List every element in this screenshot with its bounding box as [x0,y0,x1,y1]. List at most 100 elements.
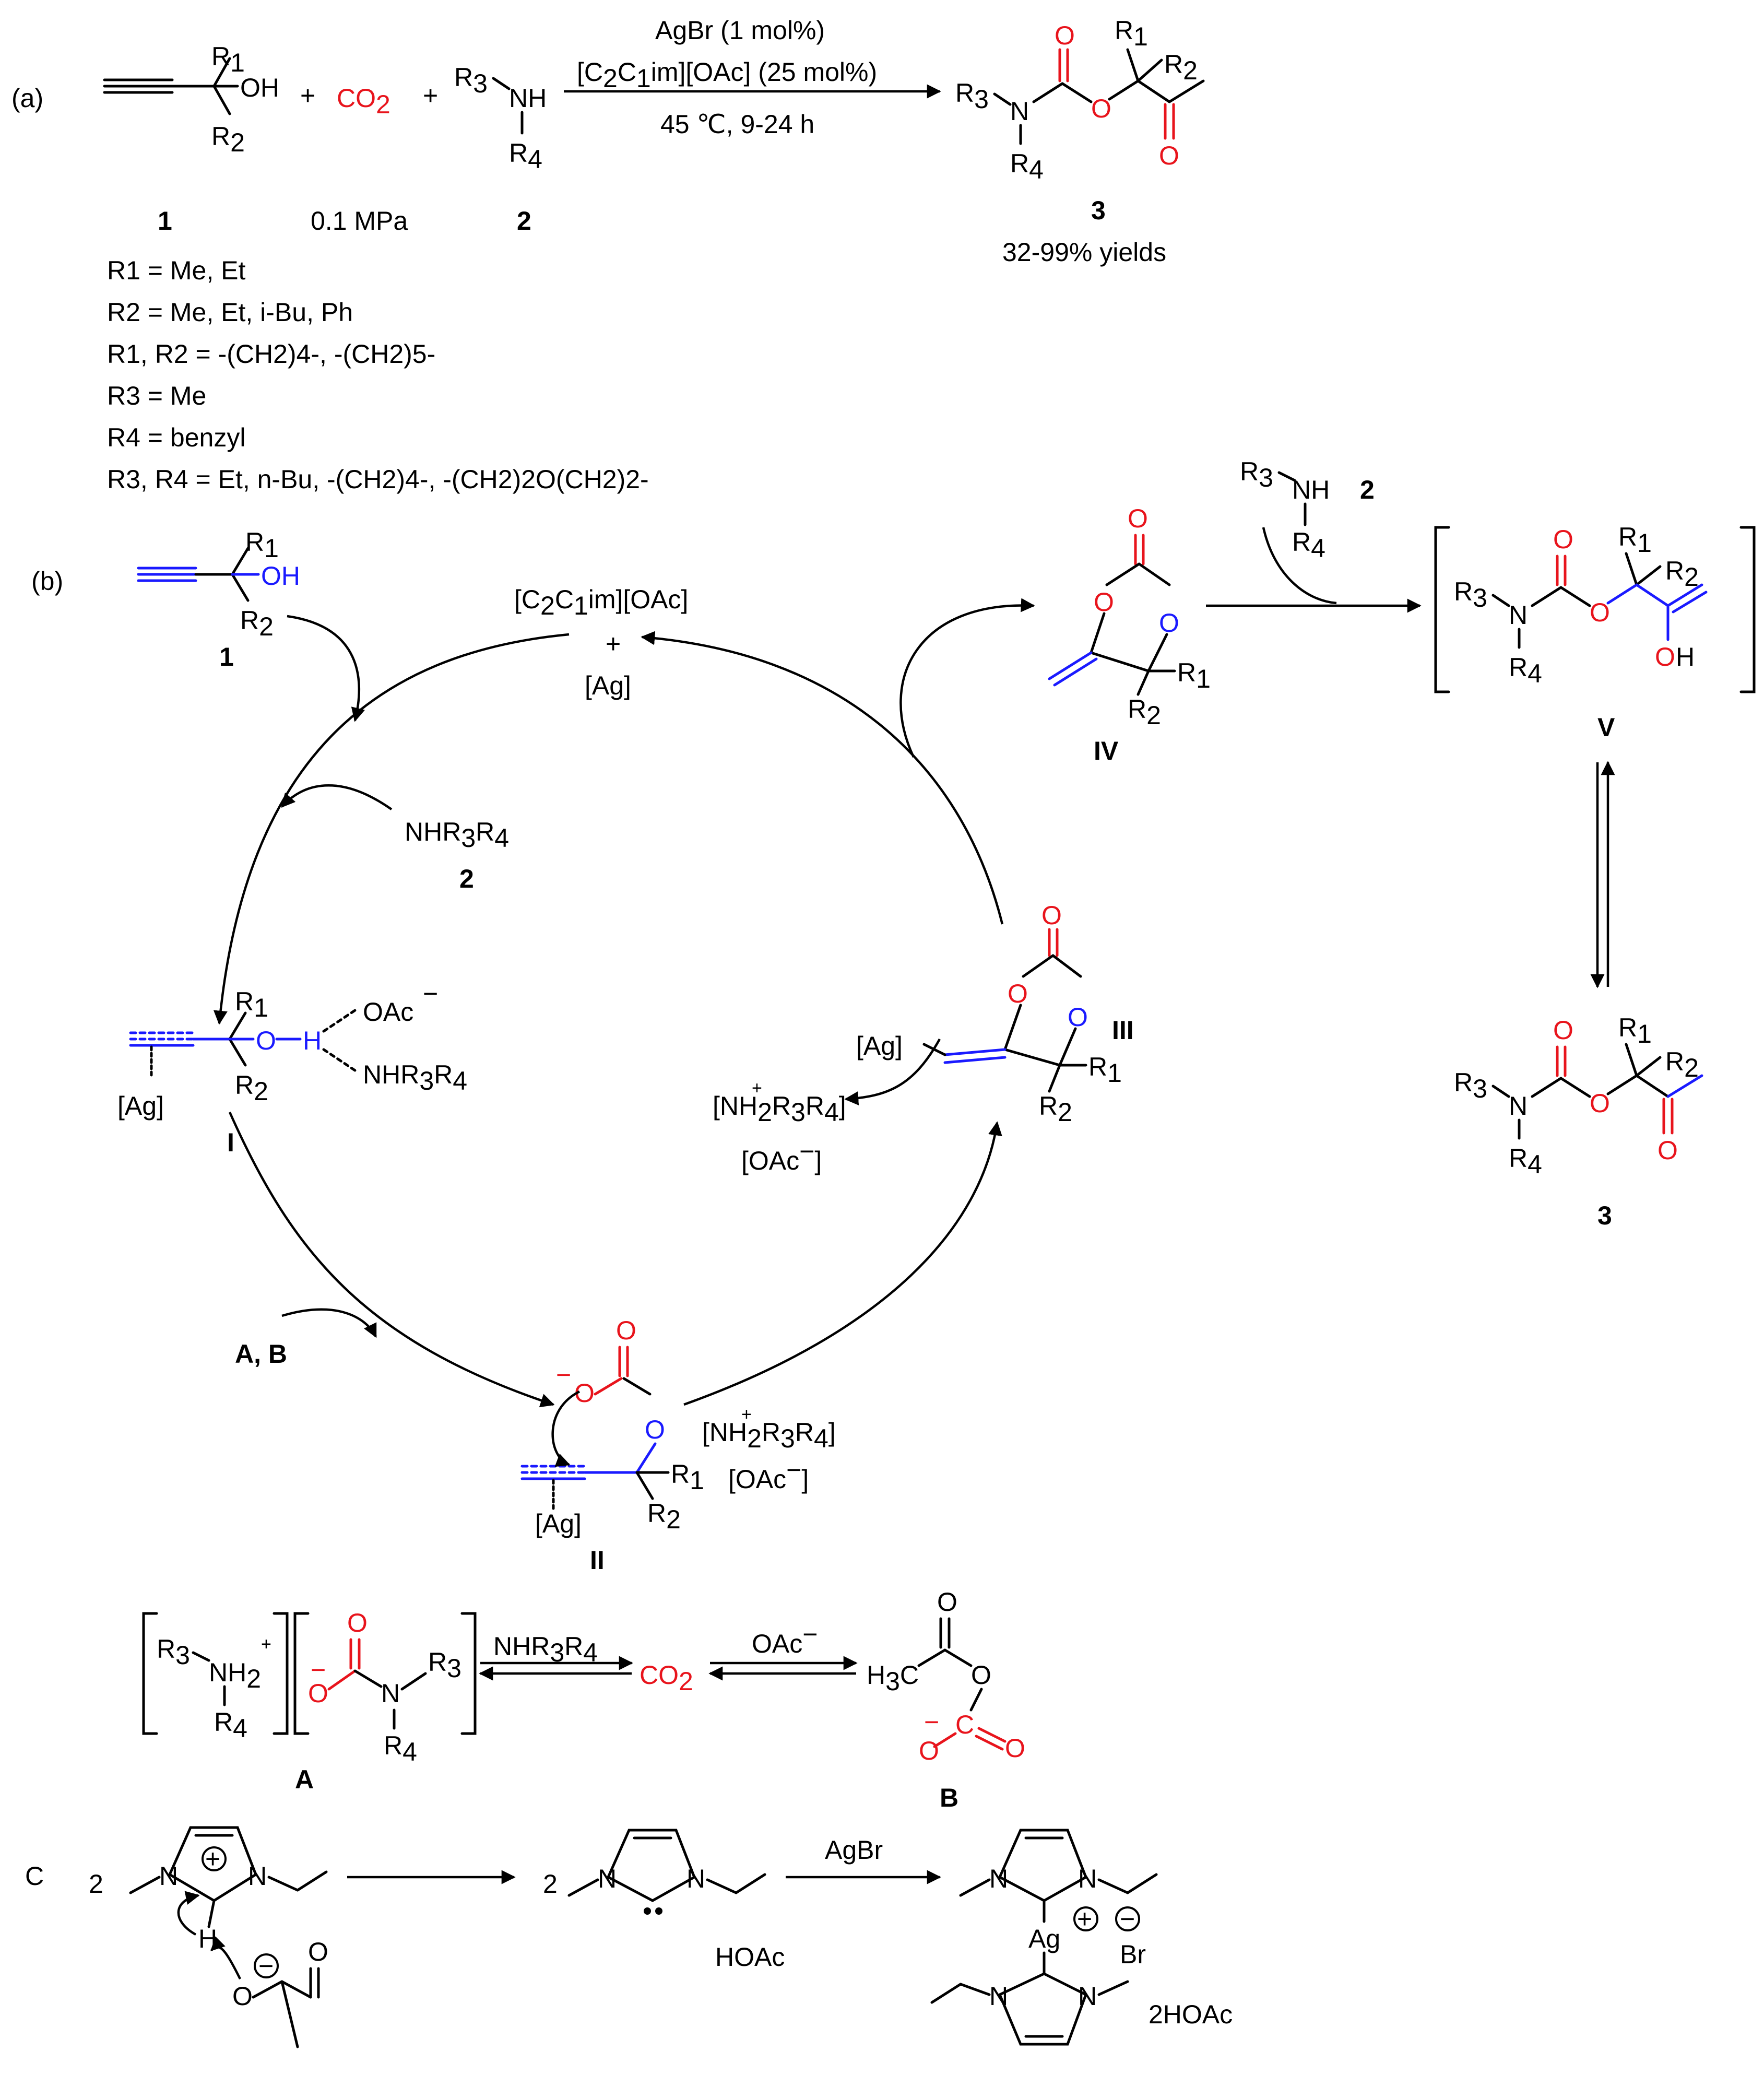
ag-label: Ag [1028,1924,1060,1953]
carbonyl-o: O [347,1608,368,1637]
ag-label: [Ag] [856,1031,903,1060]
r4-label: R4 [1509,653,1542,688]
oac-reagent: OAc− [752,1620,818,1658]
cycle-arc-top-left [213,633,570,1025]
r2-label: R2 [1039,1091,1072,1127]
ammonium-release-arrow [844,1038,941,1105]
charge-plus: + [261,1634,271,1654]
o-label: O [1005,1734,1025,1763]
ring-o: O [1008,979,1028,1008]
ab-entry-arrow [281,1308,377,1338]
co2-label: CO2 [640,1660,693,1696]
charge-minus: − [258,1951,274,1981]
n-label: N [1078,1864,1097,1893]
scope-r1: R1 = Me, Et [107,256,245,285]
n-label: N [598,1864,617,1893]
o-label: O [645,1415,665,1444]
amine-entry-curve [1262,527,1337,605]
acetate-anion: − O O [210,1936,328,2048]
n-label: N [159,1861,178,1891]
carbonyl-o: O [616,1316,636,1345]
scope-r4: R4 = benzyl [107,423,245,452]
r3-label: R3 [454,63,488,98]
compound-1-label: 1 [219,642,234,671]
r1-label: R1 [1177,658,1211,693]
cycle-arc-top-right [641,631,1004,925]
pressure-label: 0.1 MPa [311,206,408,235]
amine-reagent: NHR3R4 [405,817,509,853]
panel-c-label: C [25,1861,44,1891]
compound-1-label: 1 [158,206,172,235]
r4-label: R4 [214,1707,247,1743]
n-label: N [1010,97,1029,126]
carbonyl-o: O [1553,525,1573,554]
ester-o: O [1091,94,1111,123]
ab-label: A, B [235,1339,287,1369]
scope-r1r2: R1, R2 = -(CH2)4-, -(CH2)5- [107,339,435,369]
coefficient-2: 2 [543,1869,558,1899]
r1-label: R1 [245,527,279,563]
carbonyl-o: O [1041,901,1062,930]
substrate-1-blue: R1 OH R2 1 [137,527,300,671]
scope-r3: R3 = Me [107,381,206,410]
r4-label: R4 [1509,1144,1542,1179]
o-label: O [919,1736,939,1765]
attack-arrow [210,1936,242,1980]
r3-label: R3 [955,78,989,114]
to-iv-arrow [899,598,1035,758]
r3-label: R3 [1454,577,1487,612]
r3-label: R3 [157,1634,190,1670]
ester-o: O [1590,598,1610,627]
panel-b: (b) R1 OH R2 1 [C2C1im][OAc] + [Ag] [31,457,1756,1812]
species-a: R3 NH2 + R4 − O O N R3 R4 A [142,1608,477,1794]
condition-agbr: AgBr (1 mol%) [655,16,825,45]
n-label: N [989,1864,1008,1893]
intermediate-v-label: V [1597,713,1615,742]
r2-label: R2 [235,1070,268,1106]
r3-label: R3 [428,1647,461,1683]
charge-plus: + [205,1844,220,1873]
condition-temp-time: 45 ℃, 9-24 h [660,110,814,139]
coefficient-2: 2 [89,1869,103,1899]
n-label: N [1509,1091,1528,1121]
two-hoac-label: 2HOAc [1149,2000,1233,2029]
n-heterocyclic-carbene: N N [567,1829,766,1915]
panel-a: (a) R1 OH R2 + CO2 + R3 NH R4 AgBr (1 mo… [11,16,1205,494]
r2-label: R2 [1128,694,1161,730]
ammonium-label: [NH2R3R4] [702,1418,836,1453]
amine-reagent: NHR3R4 [493,1632,598,1667]
oac-bracket: [OAc−] [741,1137,822,1175]
bridging-o: O [971,1660,991,1690]
charge-minus: − [924,1707,939,1737]
charge-minus: − [311,1655,326,1684]
h-label: H [303,1026,322,1055]
ammonium-top: [NH2R3R4] + [OAc−] [713,1078,846,1175]
ag-label: [Ag] [117,1091,164,1121]
intermediate-iv-label: IV [1094,736,1119,765]
deprotonation-arrow [177,1891,200,1936]
ketone-o: O [1658,1136,1678,1165]
yields-label: 32-99% yields [1002,238,1166,267]
r4-label: R4 [509,138,542,174]
hoac-label: HOAc [715,1942,785,1972]
species-b: H3C O O C O O − B [867,1587,1025,1812]
oac-label: OAc [363,997,413,1027]
intermediate-i-label: I [227,1128,234,1157]
plus-sign: + [300,81,315,110]
carbonyl-o: O [1055,21,1075,50]
oh-label: OH [240,73,279,102]
charge-minus: − [423,979,438,1008]
r3-label: R3 [1240,457,1273,492]
amine-2-b: R3 NH R4 2 [1240,457,1375,563]
carbonyl-o: O [937,1587,957,1617]
panel-c: C 2 + N N H − O O [25,1826,1233,2048]
ring-o: O [1068,1003,1088,1032]
r2-label: R2 [647,1499,681,1534]
intermediate-iii-label: III [1112,1016,1134,1045]
n-label: N [381,1679,400,1708]
h3c-label: H3C [867,1660,919,1696]
r1-label: R1 [671,1459,704,1495]
substrate-entry-arrow [287,615,365,722]
cycle-arc-bottom-right [683,1121,1002,1406]
